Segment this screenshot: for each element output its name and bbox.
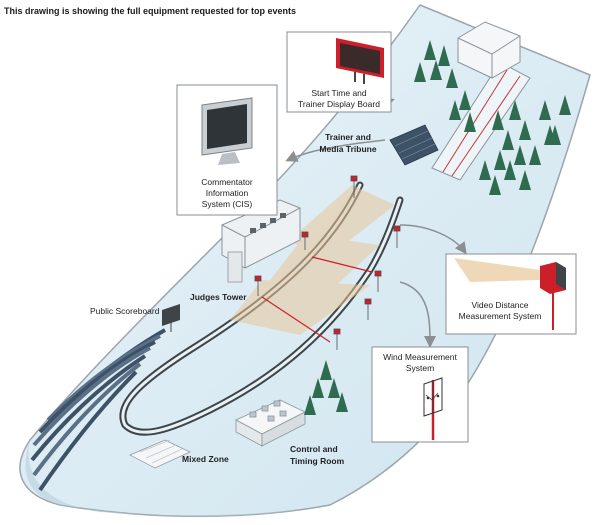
public-scoreboard-object [162,304,180,332]
public-scoreboard-label: Public Scoreboard [90,306,160,316]
judges-tower-building [221,199,301,283]
start-board-label-2: Trainer Display Board [298,99,380,109]
display-board-icon [336,38,384,84]
grandstands [30,328,166,492]
start-building [457,21,521,79]
cis-label-1: Commentator [201,177,253,187]
trees [304,40,571,415]
distance-line-1 [311,256,373,273]
mixed-zone-label: Mixed Zone [182,454,229,464]
control-room-label-1: Control and [290,444,338,454]
control-room-label-2: Timing Room [290,456,345,466]
camera-poles [254,175,401,350]
control-timing-building [235,399,306,447]
video-label-1: Video Distance [471,300,528,310]
start-board-callout: Start Time and Trainer Display Board [286,31,392,113]
video-label-2: Measurement System [459,311,542,321]
cis-label-3: System (CIS) [202,199,253,209]
monitor-icon [201,97,253,165]
cis-label-2: Information [206,188,249,198]
video-beams [230,185,395,335]
trainer-label-1: Trainer and [325,132,371,142]
inrun [431,61,531,181]
cis-callout: Commentator Information System (CIS) [176,84,278,216]
distance-line-2 [261,296,331,343]
wind-sensor-icon [423,377,443,440]
trainer-label-2: Media Tribune [319,144,376,154]
wind-label-2: System [406,363,434,373]
start-board-label-1: Start Time and [311,88,367,98]
trainer-tribune [389,124,439,166]
judges-tower-label: Judges Tower [190,292,247,302]
wind-measurement-callout: Wind Measurement System [371,346,469,443]
video-distance-callout: Video Distance Measurement System [445,253,577,335]
video-camera-icon [540,262,566,330]
mixed-zone-area [129,439,191,469]
wind-label-1: Wind Measurement [383,352,457,362]
diagram-caption: This drawing is showing the full equipme… [4,6,297,16]
